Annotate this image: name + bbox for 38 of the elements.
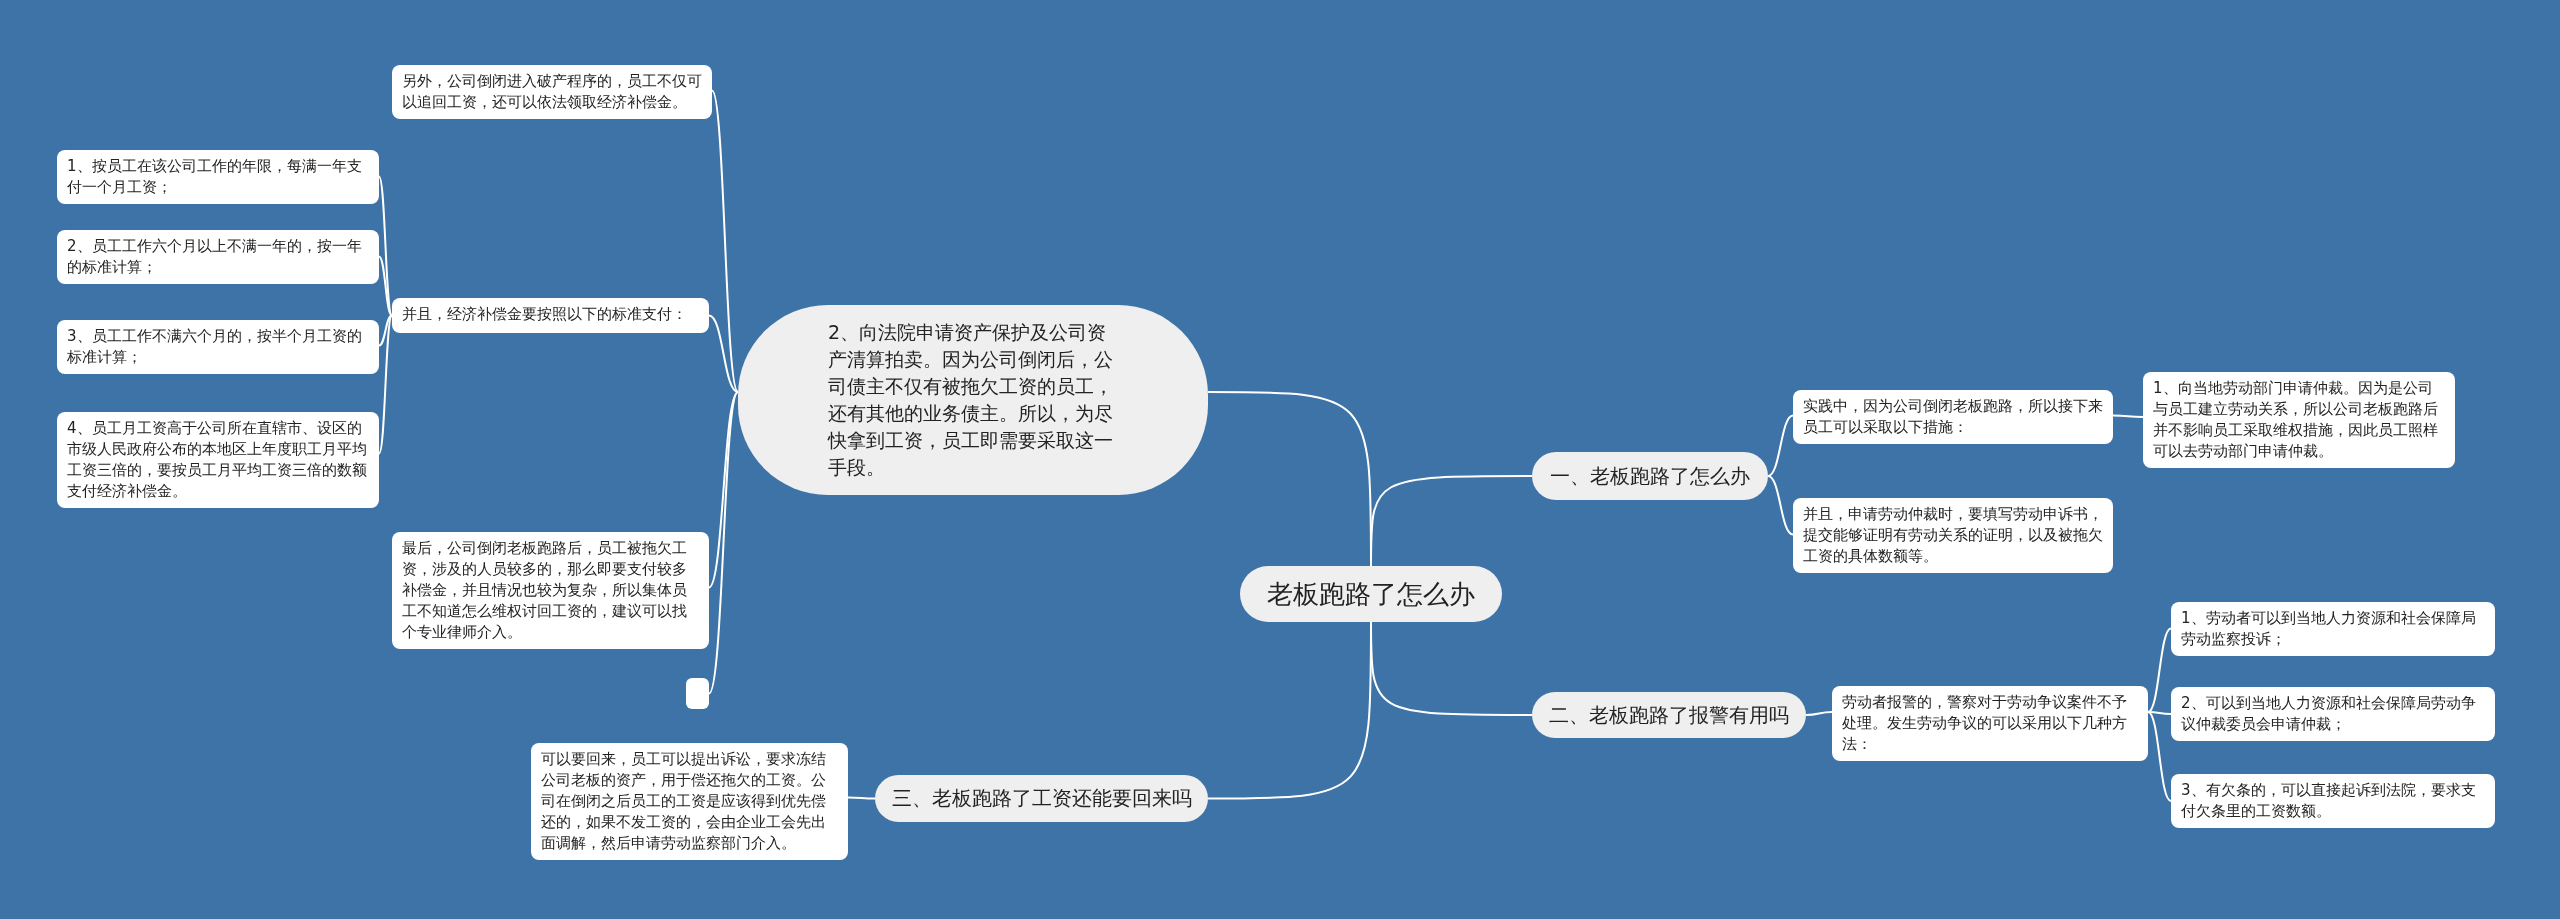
connector-line (1767, 414, 1794, 477)
text-card: 1、劳动者可以到当地人力资源和社会保障局劳动监察投诉； (2171, 602, 2495, 656)
connector-line (2147, 627, 2172, 713)
text-card: 可以要回来，员工可以提出诉讼，要求冻结公司老板的资产，用于偿还拖欠的工资。公司在倒闭之后员工的工资是应该得到优先偿还的，如果不发工资的，会由企业工会先出面调解，然后申请劳动监察部门介入。 (531, 743, 848, 860)
text-card: 另外，公司倒闭进入破产程序的，员工不仅可以追回工资，还可以依法领取经济补偿金。 (392, 65, 712, 119)
connector-line (708, 391, 739, 695)
connector-line (378, 255, 393, 317)
connector-line (1207, 621, 1372, 800)
text-card: 实践中，因为公司倒闭老板跑路，所以接下来员工可以采取以下措施： (1793, 390, 2113, 444)
topic-pill: 三、老板跑路了工资还能要回来吗 (875, 775, 1208, 822)
text-card: 并且，申请劳动仲裁时，要填写劳动申诉书，提交能够证明有劳动关系的证明，以及被拖欠工资的具体数额等。 (1793, 498, 2113, 573)
text-card: 3、有欠条的，可以直接起诉到法院，要求支付欠条里的工资数额。 (2171, 774, 2495, 828)
text-card: 2、可以到当地人力资源和社会保障局劳动争议仲裁委员会申请仲裁； (2171, 687, 2495, 741)
central-topic: 老板跑路了怎么办 (1240, 566, 1502, 622)
text-card: 2、员工工作六个月以上不满一年的，按一年的标准计算； (57, 230, 379, 284)
connector-line (708, 391, 739, 589)
connector-line (378, 314, 393, 455)
text-card: 1、向当地劳动部门申请仲裁。因为是公司与员工建立劳动关系，所以公司老板跑路后并不影响员工采取维权措施，因此员工照样可以去劳动部门申请仲裁。 (2143, 372, 2455, 468)
text-card: 并且，经济补偿金要按照以下的标准支付： (392, 298, 709, 333)
connector-line (708, 314, 739, 393)
text-card: 4、员工月工资高于公司所在直辖市、设区的市级人民政府公布的本地区上年度职工月平均工资三倍的，要按员工月平均工资三倍的数额支付经济补偿金。 (57, 412, 379, 508)
connector-line (1805, 711, 1833, 716)
text-card: 3、员工工作不满六个月的，按半个月工资的标准计算； (57, 320, 379, 374)
connector-line (2147, 711, 2172, 715)
topic-pill: 二、老板跑路了报警有用吗 (1532, 692, 1806, 738)
connector-line (378, 314, 393, 347)
connector-line (1767, 475, 1794, 536)
connector-line (2147, 711, 2172, 802)
text-card: 劳动者报警的，警察对于劳动争议案件不予处理。发生劳动争议的可以采用以下几种方法： (1832, 686, 2148, 761)
empty-card (686, 678, 709, 709)
text-card: 最后，公司倒闭老板跑路后，员工被拖欠工资，涉及的人员较多的，那么即要支付较多补偿金，并且情况也较为复杂，所以集体员工不知道怎么维权讨回工资的，建议可以找个专业律师介入。 (392, 532, 709, 649)
topic-pill: 一、老板跑路了怎么办 (1532, 452, 1768, 500)
connector-line (2112, 414, 2144, 418)
connector-line (1370, 475, 1533, 567)
text-card: 1、按员工在该公司工作的年限，每满一年支付一个月工资； (57, 150, 379, 204)
topic-bubble: 2、向法院申请资产保护及公司资产清算拍卖。因为公司倒闭后，公司债主不仅有被拖欠工资的员工，还有其他的业务债主。所以，为尽快拿到工资，员工即需要采取这一手段。 (738, 305, 1208, 495)
connector-line (711, 89, 739, 393)
connector-line (847, 796, 876, 800)
